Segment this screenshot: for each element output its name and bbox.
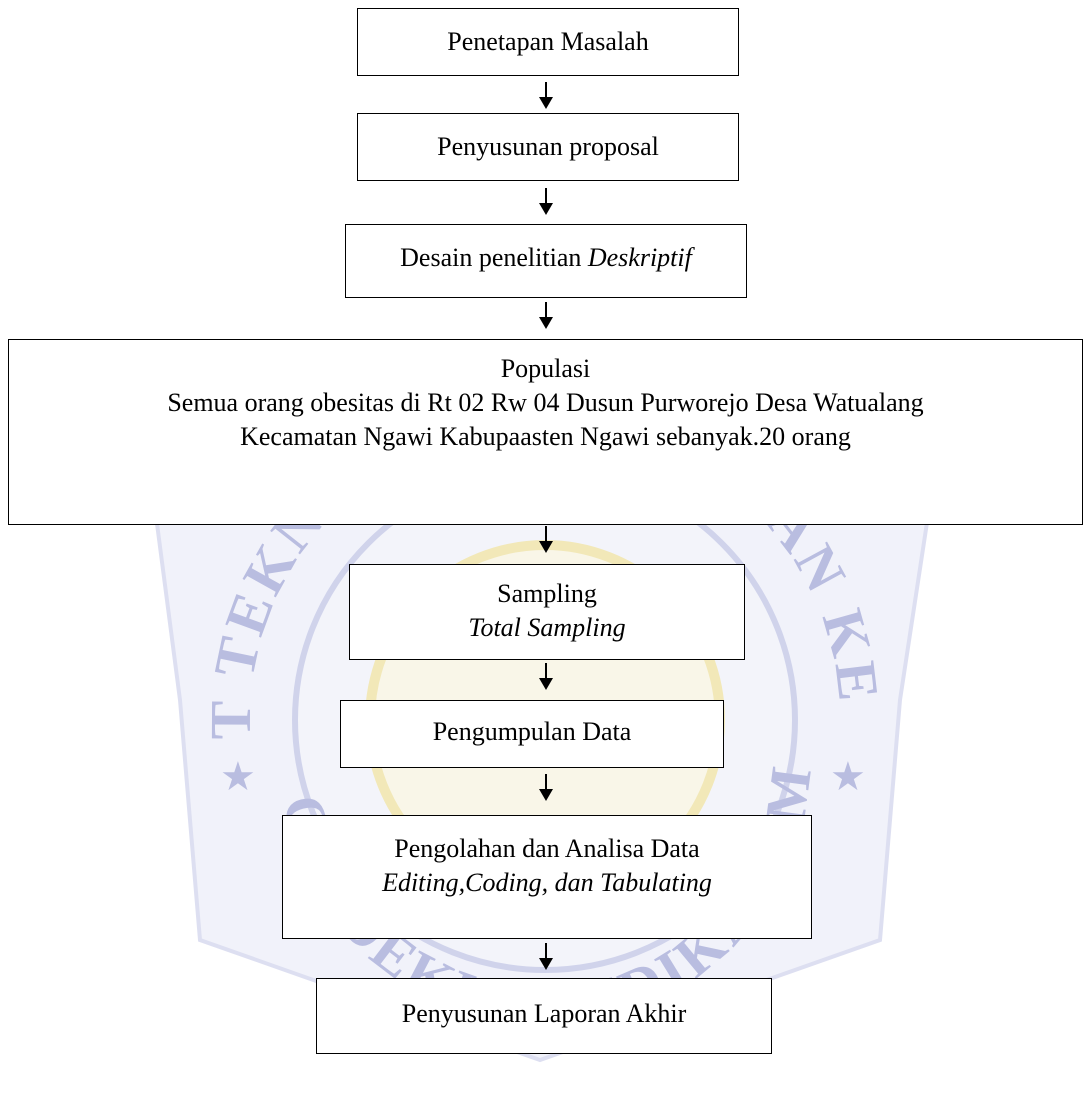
step-desain-penelitian: Desain penelitian Deskriptif — [345, 224, 747, 298]
step-sampling: Sampling Total Sampling — [349, 564, 745, 660]
step-populasi: Populasi Semua orang obesitas di Rt 02 R… — [8, 339, 1083, 525]
step-pengumpulan-data: Pengumpulan Data — [340, 700, 724, 768]
star-icon-left: ★ — [220, 754, 256, 800]
step-label: Desain penelitian Deskriptif — [346, 241, 746, 275]
arrow-down-icon — [539, 663, 553, 690]
step-penetapan-masalah: Penetapan Masalah — [357, 8, 739, 76]
sampling-title: Sampling — [497, 579, 597, 608]
arrow-down-icon — [539, 302, 553, 329]
step-label: Pengumpulan Data — [432, 717, 632, 746]
populasi-line-1: Semua orang obesitas di Rt 02 Rw 04 Dusu… — [167, 388, 924, 417]
step-pengolahan-analisa: Pengolahan dan Analisa Data Editing,Codi… — [282, 815, 812, 939]
step-penyusunan-proposal: Penyusunan proposal — [357, 113, 739, 181]
step-penyusunan-laporan: Penyusunan Laporan Akhir — [316, 978, 772, 1054]
arrow-down-icon — [539, 188, 553, 215]
arrow-down-icon — [539, 774, 553, 801]
pengolahan-subtitle: Editing,Coding, dan Tabulating — [382, 868, 712, 897]
pengolahan-title: Pengolahan dan Analisa Data — [394, 834, 700, 863]
arrow-down-icon — [539, 82, 553, 109]
populasi-title: Populasi — [500, 354, 591, 383]
step-label: Penetapan Masalah — [447, 27, 649, 56]
populasi-line-2: Kecamatan Ngawi Kabupaasten Ngawi sebany… — [240, 422, 851, 451]
step-label-plain: Desain penelitian — [400, 243, 588, 272]
sampling-subtitle: Total Sampling — [468, 613, 626, 642]
step-label: Penyusunan proposal — [437, 132, 659, 161]
arrow-down-icon — [539, 526, 553, 553]
arrow-down-icon — [539, 943, 553, 970]
step-label-italic: Deskriptif — [587, 243, 692, 272]
step-label: Penyusunan Laporan Akhir — [401, 999, 687, 1028]
star-icon-right: ★ — [830, 754, 866, 800]
